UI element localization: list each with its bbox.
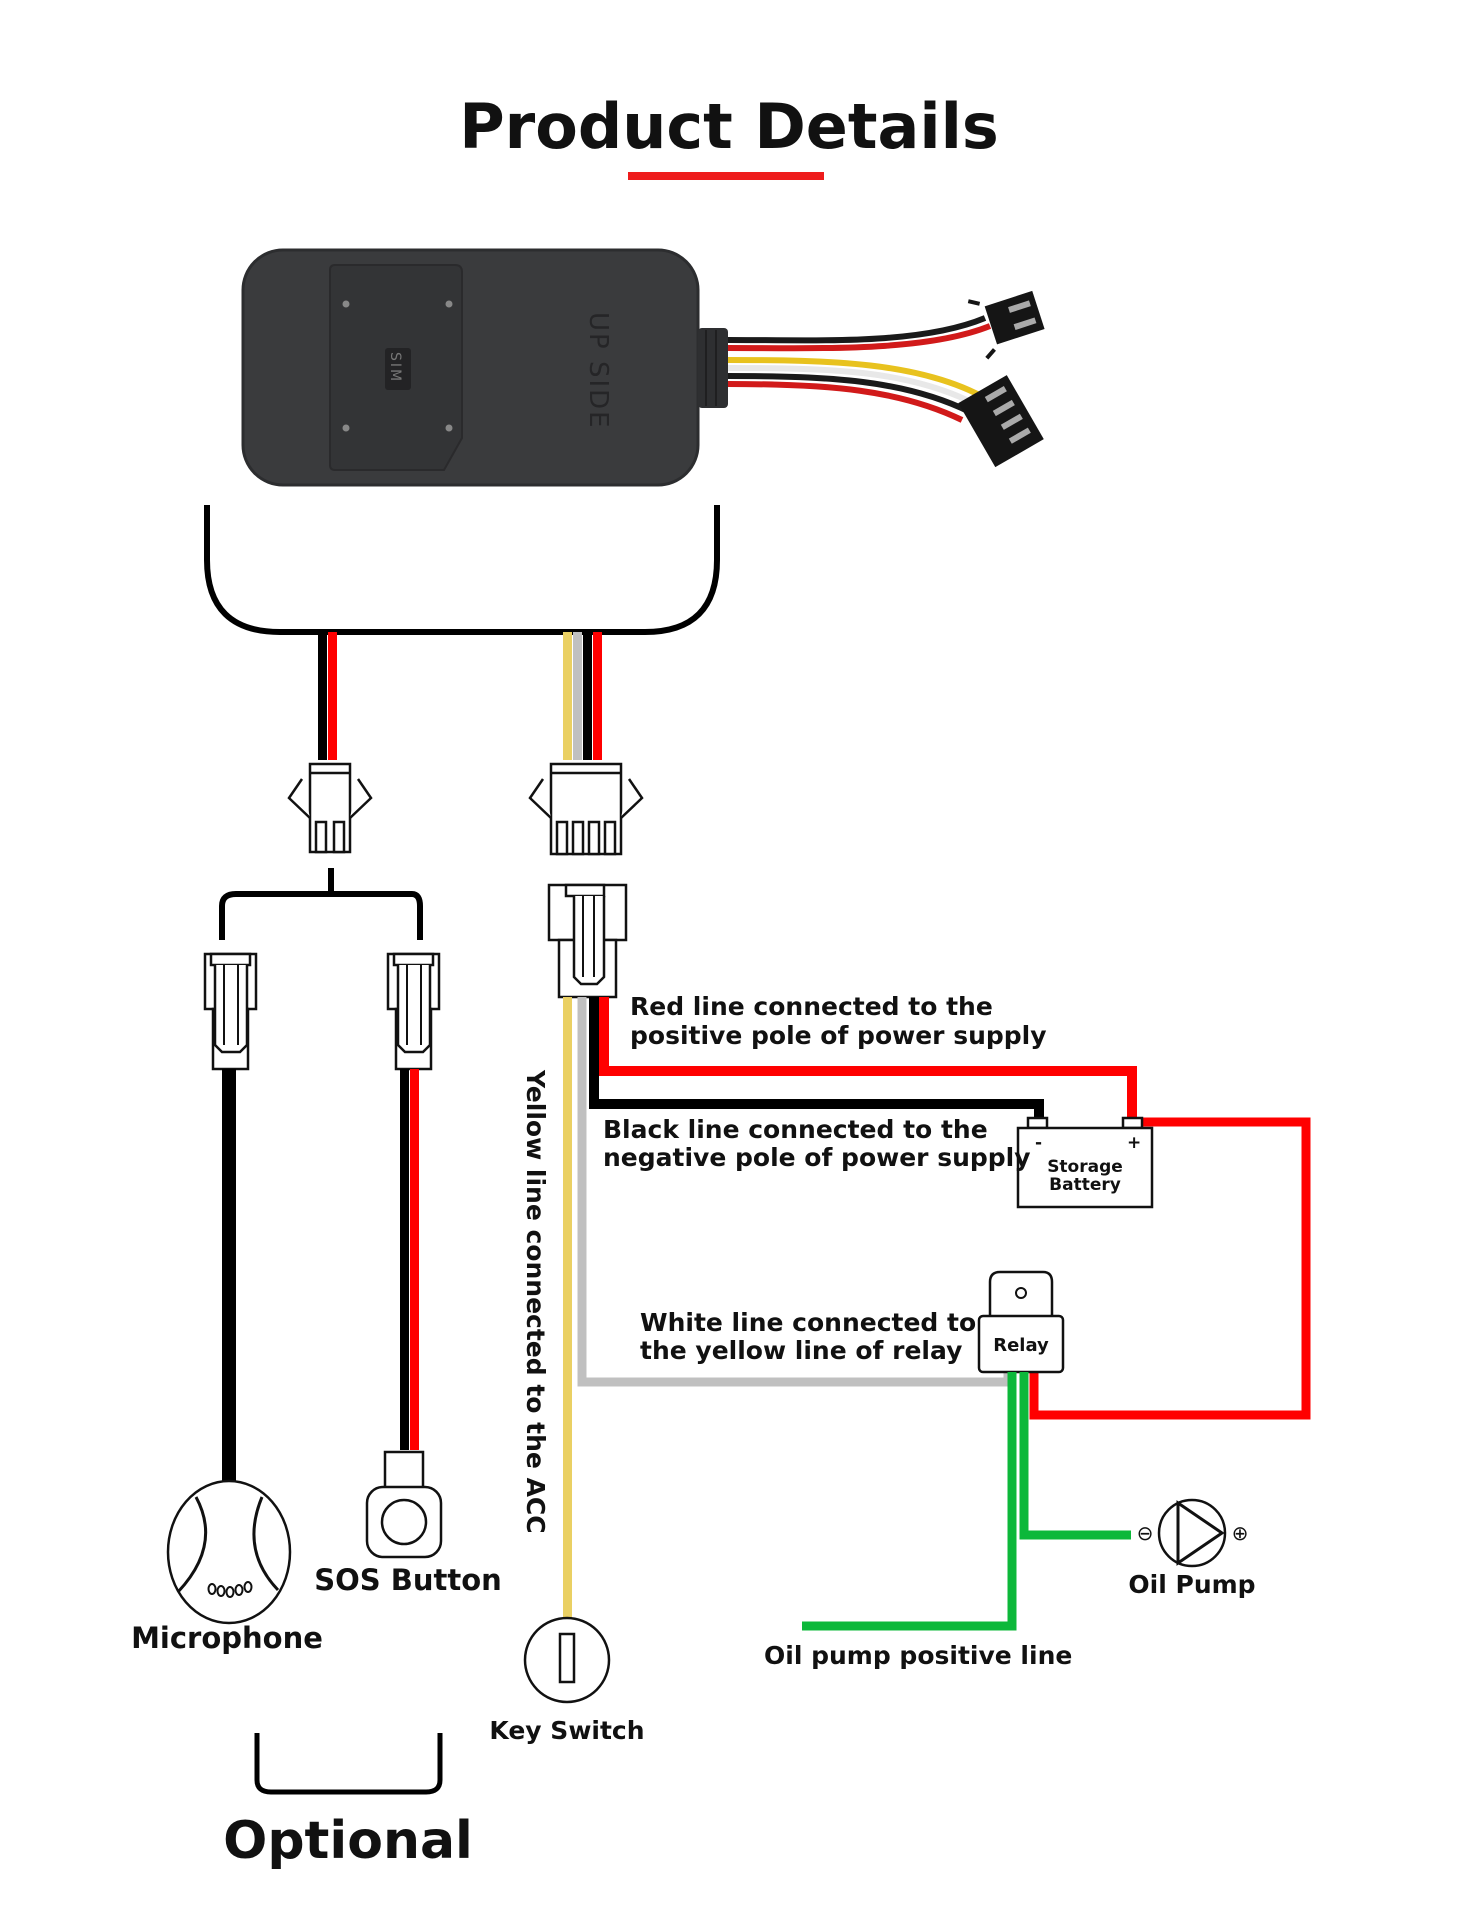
optional-bracket: [254, 1733, 443, 1795]
pump-negative-icon: ⊖: [1137, 1521, 1154, 1545]
screw-icon: [342, 424, 350, 432]
wire-red-relay: [1029, 1117, 1311, 1420]
cable-loop: [204, 505, 720, 635]
red-line-note-1: Red line connected to the: [630, 992, 993, 1021]
wire-mic: [222, 1069, 236, 1481]
wire-red-battery: [599, 997, 1137, 1118]
wire-sos-black: [400, 1069, 409, 1450]
connector-4pin-female: [547, 883, 628, 999]
battery-label-line2: Battery: [1049, 1175, 1121, 1195]
connector-female-sos: [386, 952, 441, 1071]
sim-label: SIM: [387, 352, 403, 383]
wire-sos-red: [410, 1069, 419, 1450]
wire-green-oil-pump-negative: [1019, 1372, 1131, 1540]
sos-button-icon: [365, 1450, 443, 1559]
connector-4pin-male: [528, 762, 644, 856]
storage-battery-icon: [1016, 1116, 1154, 1209]
white-line-note-1: White line connected to: [640, 1308, 976, 1337]
yellow-line-note: Yellow line connected to the ACC: [521, 1069, 550, 1534]
battery-label-line1: Storage: [1047, 1157, 1123, 1177]
black-line-note-2: negative pole of power supply: [603, 1143, 1031, 1172]
screw-icon: [445, 300, 453, 308]
oil-pump-positive-note: Oil pump positive line: [764, 1641, 1072, 1670]
white-line-note-2: the yellow line of relay: [640, 1336, 962, 1365]
up-side-label: UP SIDE: [583, 312, 613, 430]
wire-red: [593, 632, 602, 760]
screw-icon: [342, 300, 350, 308]
page-title: Product Details: [459, 90, 999, 163]
relay-label: Relay: [993, 1335, 1049, 1356]
wire-black-battery: [589, 997, 1044, 1118]
black-line-note-1: Black line connected to the: [603, 1115, 988, 1144]
wire-yellow-acc: [563, 997, 572, 1618]
wire-green-oil-pump-positive: [802, 1372, 1017, 1631]
oil-pump-label: Oil Pump: [1128, 1570, 1255, 1599]
sos-button-label: SOS Button: [314, 1563, 502, 1597]
device-plug-4pin: [958, 375, 1044, 468]
key-switch-icon: [523, 1616, 611, 1704]
pump-positive-icon: ⊕: [1232, 1521, 1249, 1545]
wire-white: [573, 632, 582, 760]
wire-red: [328, 632, 337, 760]
key-switch-label: Key Switch: [489, 1716, 644, 1745]
device-body: [243, 250, 698, 485]
wire-yellow: [563, 632, 572, 760]
microphone-icon: [166, 1479, 292, 1625]
sim-slot: [385, 348, 411, 390]
cable-grommet: [698, 328, 728, 408]
title-underline: [628, 172, 824, 180]
battery-positive-sign: +: [1127, 1133, 1141, 1153]
battery-negative-sign: -: [1035, 1133, 1042, 1153]
wire-black: [583, 632, 592, 760]
connector-female-mic: [203, 952, 258, 1071]
optional-label: Optional: [223, 1811, 473, 1871]
oil-pump-icon: [1157, 1498, 1227, 1568]
red-line-note-2: positive pole of power supply: [630, 1021, 1047, 1050]
connector-2pin-male: [287, 762, 373, 854]
microphone-label: Microphone: [131, 1621, 323, 1655]
device-plug-2pin: [967, 290, 1045, 360]
screw-icon: [445, 424, 453, 432]
wire-black: [318, 632, 327, 760]
gps-tracker-device: SIM UP SIDE: [241, 248, 1045, 487]
relay-icon: [977, 1270, 1065, 1374]
splitter: [219, 868, 423, 940]
